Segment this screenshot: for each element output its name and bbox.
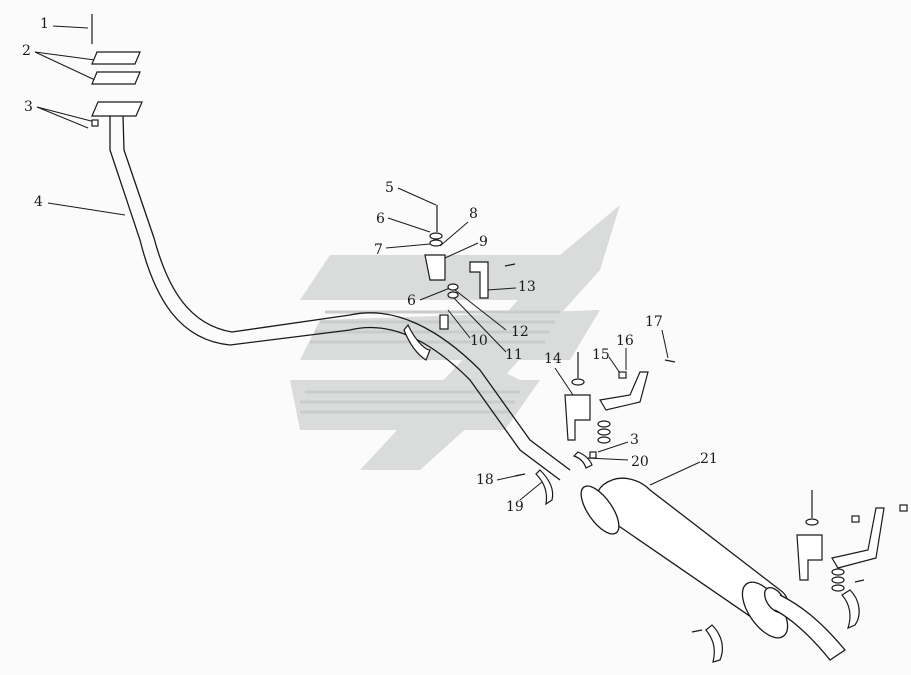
- callout-21: 21: [700, 451, 718, 467]
- muffler-bracket-rear: [691, 490, 908, 663]
- callout-6b: 6: [407, 293, 416, 309]
- parts: [91, 14, 143, 127]
- callout-17: 17: [645, 314, 663, 330]
- callout-9: 9: [479, 234, 488, 250]
- callout-19: 19: [506, 499, 524, 515]
- hanger-bracket: [424, 205, 516, 330]
- callout-5: 5: [385, 180, 394, 196]
- gasket-lower: [91, 71, 141, 85]
- callout-20: 20: [631, 454, 649, 470]
- callout-3: 3: [24, 99, 33, 115]
- gasket-upper: [91, 51, 141, 65]
- callout-15: 15: [592, 347, 610, 363]
- muffler: [580, 477, 846, 661]
- callout-16: 16: [616, 333, 634, 349]
- flange: [91, 101, 143, 117]
- callout-13: 13: [518, 279, 536, 295]
- callout-4: 4: [34, 194, 43, 210]
- callout-10: 10: [470, 333, 488, 349]
- callout-11: 11: [505, 347, 523, 363]
- pipe-clamp-rear: [514, 451, 597, 506]
- callout-6: 6: [376, 211, 385, 227]
- callout-7: 7: [374, 242, 383, 258]
- callout-2: 2: [22, 43, 31, 59]
- front-pipe: [109, 115, 571, 481]
- callout-3b: 3: [630, 432, 639, 448]
- muffler-bracket-front: [564, 352, 676, 444]
- callout-8: 8: [469, 206, 478, 222]
- callout-14: 14: [544, 351, 562, 367]
- callout-1: 1: [40, 16, 49, 32]
- callout-12: 12: [511, 324, 529, 340]
- pipe-clamp-mid: [403, 323, 431, 361]
- watermark-stripes: [300, 310, 560, 414]
- nut-part: [91, 119, 99, 127]
- callout-18: 18: [476, 472, 494, 488]
